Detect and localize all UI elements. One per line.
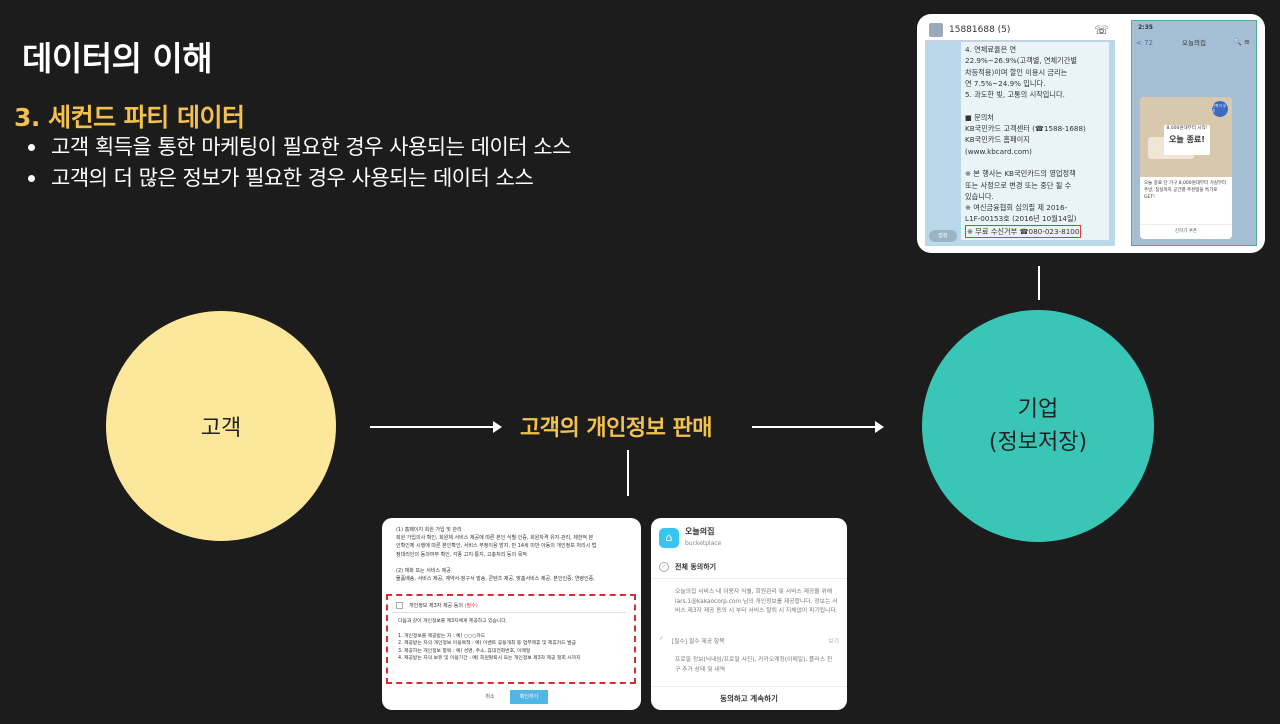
view-link: 보기	[828, 639, 839, 645]
kakao-screenshot: 2:35 < 72 오늘의집 🔍 ≡ 8,000원대부터 시작! 오늘 종료! …	[1131, 20, 1257, 246]
bullet-item: 고객 획득을 통한 마케팅이 필요한 경우 사용되는 데이터 소스	[24, 132, 571, 163]
back-icon: < 72	[1136, 39, 1153, 47]
third-party-consent-box: 개인정보 제3자 제공 동의 (필수) 다음과 같이 개인정보를 제3자에게 제…	[386, 594, 636, 684]
ad-text: 오늘 종료 단 가구 8,000원대부터 거실부터 주방, 침실까지 공간별 추…	[1144, 181, 1227, 200]
company-circle: 기업 (정보저장)	[922, 310, 1154, 542]
house-icon: ⌂	[659, 528, 679, 548]
phone-icon: ☏	[1093, 23, 1109, 37]
ad-photo: 8,000원대부터 시작! 오늘 종료! 신학기 쿠폰	[1140, 97, 1232, 177]
kakao-header: 2:35 < 72 오늘의집 🔍 ≡	[1132, 21, 1256, 55]
app-sub: bucketplace	[685, 540, 722, 547]
company-sublabel: (정보저장)	[988, 430, 1088, 455]
bullet-dot-icon	[28, 144, 35, 151]
sms-sender: 15881688 (5)	[949, 25, 1011, 35]
consent-box-header: 개인정보 제3자 제공 동의 (필수)	[392, 600, 626, 613]
cancel-button: 취소	[485, 694, 495, 700]
kakao-channel-name: 오늘의집	[1182, 39, 1206, 47]
sms-body: 4. 연체료율은 연 22.9%~26.9%(고객별, 연체기간별 차등적용)이…	[965, 45, 1086, 224]
customer-label: 고객	[200, 416, 242, 441]
continue-button: 동의하고 계속하기	[651, 686, 847, 710]
arrow-customer-to-label	[370, 421, 502, 433]
avatar	[929, 23, 943, 37]
consent-form-screenshot: (1) 홈페이지 회원 가입 및 관리 회원 가입의사 확인, 회원제 서비스 …	[382, 518, 641, 710]
kakao-consent-screenshot: ⌂ 오늘의집 bucketplace ✓ 전체 동의하기 오늘의집 서비스 내 …	[651, 518, 847, 710]
kakao-ad-card: 8,000원대부터 시작! 오늘 종료! 신학기 쿠폰 오늘 종료 단 가구 8…	[1140, 97, 1232, 239]
page-title: 데이터의 이해	[22, 39, 213, 78]
consent-buttons: 취소 확인하기	[382, 688, 641, 710]
transfer-label: 고객의 개인정보 판매	[520, 416, 712, 441]
check-circle-icon: ✓	[659, 562, 669, 572]
required-tag: (필수)	[464, 603, 478, 609]
consent-box-body: 다음과 같이 개인정보를 제3자에게 제공하고 있습니다. 1. 개인정보를 제…	[398, 619, 581, 662]
connector-line-top	[1038, 266, 1040, 300]
confirm-button: 확인하기	[510, 690, 548, 704]
checkbox-icon	[396, 602, 403, 609]
menu-icon: 🔍 ≡	[1233, 38, 1250, 46]
arrow-label-to-company	[752, 421, 884, 433]
check-icon: ✓	[659, 636, 664, 642]
sms-optout: ※ 무료 수신거부 ☎080-023-8100	[965, 224, 1082, 239]
consent-intro: (1) 홈페이지 회원 가입 및 관리 회원 가입의사 확인, 회원제 서비스 …	[396, 527, 597, 583]
kakao-time: 2:35	[1138, 24, 1153, 31]
sms-message: 4. 연체료율은 연 22.9%~26.9%(고객별, 연체기간별 차등적용)이…	[961, 42, 1109, 240]
company-label: 기업	[1017, 397, 1059, 422]
sms-reply-button: 답장	[929, 230, 957, 242]
sms-screenshot: 15881688 (5) ☏ 4. 연체료율은 연 22.9%~26.9%(고객…	[925, 20, 1115, 246]
ad-button: 신학기 쿠폰	[1140, 224, 1232, 239]
bullet-dot-icon	[28, 175, 35, 182]
sms-header: 15881688 (5) ☏	[925, 20, 1115, 41]
ad-banner: 8,000원대부터 시작! 오늘 종료!	[1164, 125, 1210, 155]
required-items-list: 프로필 정보(닉네임/프로필 사진), 카카오계정(이메일), 플러스 친구 추…	[675, 657, 833, 673]
section-subtitle: 3. 세컨드 파티 데이터	[14, 103, 245, 132]
connector-line-bottom	[627, 450, 629, 496]
divider	[651, 578, 847, 579]
app-name: 오늘의집	[685, 527, 715, 536]
required-item-row: ✓ [필수] 필수 제공 항목 보기	[659, 636, 839, 645]
bullet-list: 고객 획득을 통한 마케팅이 필요한 경우 사용되는 데이터 소스 고객의 더 …	[24, 132, 571, 194]
agree-all: ✓ 전체 동의하기	[659, 562, 716, 572]
ad-title: 오늘 종료!	[1169, 135, 1205, 144]
bullet-item: 고객의 더 많은 정보가 필요한 경우 사용되는 데이터 소스	[24, 163, 571, 194]
customer-circle: 고객	[106, 311, 336, 541]
consent-description: 오늘의집 서비스 내 이용자 식별, 회원관리 및 서비스 제공을 위해 lar…	[675, 589, 838, 614]
coupon-badge: 신학기 쿠폰	[1212, 101, 1228, 117]
ad-caption: 8,000원대부터 시작!	[1166, 126, 1208, 131]
